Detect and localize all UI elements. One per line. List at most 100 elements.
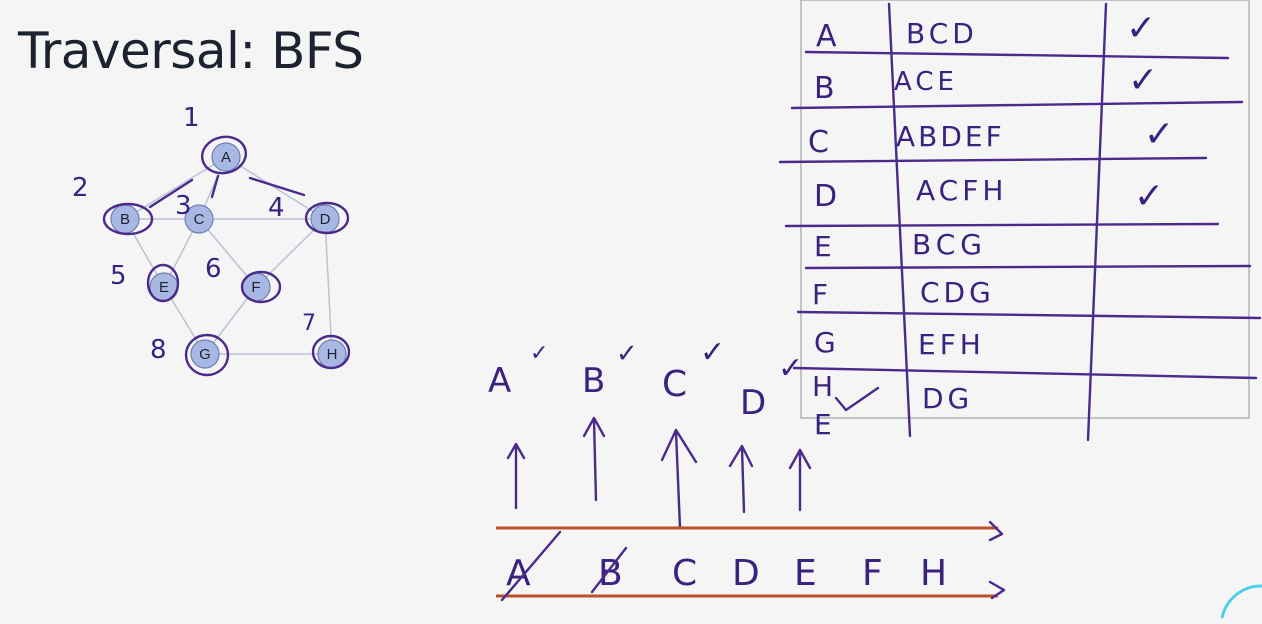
order-number: 7	[302, 311, 316, 336]
up-arrow-icon	[660, 428, 698, 530]
visited-check: ✓	[1126, 8, 1156, 49]
neighbors-cell: BCD	[906, 17, 978, 50]
cursor-ring-icon	[1220, 584, 1262, 619]
neighbors-cell: BCG	[912, 228, 987, 261]
dequeued-check: ✓	[778, 351, 803, 386]
table-row: G EFH	[814, 326, 985, 361]
queue-item: B	[598, 553, 623, 594]
neighbors-cell: ACFH	[916, 174, 1007, 207]
up-arrow-icon	[788, 448, 812, 512]
vertex-cell: G	[814, 326, 836, 359]
dequeued-label: C	[662, 364, 687, 405]
graph-edges	[124, 156, 333, 355]
dequeue-arrows	[506, 416, 812, 530]
table-row: B ACE ✓	[814, 60, 1158, 106]
node-label: G	[199, 346, 211, 363]
graph-node-c: C	[184, 204, 214, 234]
neighbors-cell: ACE	[894, 67, 958, 97]
queue-item: H	[920, 553, 947, 594]
visit-circle	[200, 135, 248, 175]
next-dequeue-note: E	[814, 408, 832, 441]
adjacency-table: A BCD ✓ B ACE ✓ C ABDEF ✓ D ACFH ✓ E BCG…	[778, 0, 1262, 442]
dequeued-label: A	[488, 361, 511, 401]
graph-node-b: B	[110, 204, 140, 234]
dequeued-check: ✓	[616, 339, 638, 369]
visit-circle	[146, 263, 180, 303]
vertex-cell: A	[816, 19, 837, 54]
neighbors-cell: DG	[922, 382, 973, 415]
check-mark-icon	[834, 386, 880, 412]
visit-circles	[102, 135, 351, 377]
node-label: A	[221, 149, 231, 166]
queue-item: D	[732, 553, 760, 594]
order-number: 3	[175, 191, 192, 221]
order-number: 2	[72, 173, 89, 203]
table-rule	[804, 264, 1252, 270]
visit-order-numbers: 1 2 3 4 5 6 7 8	[72, 103, 316, 365]
table-row: H DG	[812, 370, 973, 415]
table-rule	[796, 310, 1262, 320]
visit-circle	[311, 334, 351, 370]
bfs-queue: A B C D E F H	[496, 520, 1006, 602]
visit-circle	[304, 201, 350, 235]
dequeued-label: D	[740, 383, 766, 423]
table-rule	[804, 50, 1230, 60]
neighbors-cell: EFH	[918, 328, 985, 361]
node-label: F	[251, 279, 260, 296]
strike-through	[590, 546, 628, 594]
up-arrow-icon	[728, 444, 754, 514]
dequeued-nodes: A ✓ B ✓ C ✓ D ✓	[488, 335, 812, 530]
order-number: 4	[268, 193, 285, 223]
neighbors-cell: CDG	[920, 276, 995, 309]
visit-circle	[184, 333, 230, 377]
table-rule	[792, 366, 1258, 380]
table-rule	[784, 222, 1220, 228]
visited-check: ✓	[1134, 176, 1164, 217]
vertex-cell: H	[812, 370, 833, 403]
ink-stroke	[148, 178, 194, 209]
queue-item: A	[506, 553, 531, 594]
up-arrow-icon	[582, 416, 606, 502]
ink-stroke	[210, 174, 220, 199]
table-divider	[1086, 2, 1108, 442]
slide-title: Traversal: BFS	[18, 22, 364, 80]
table-rule	[778, 156, 1208, 164]
graph-node-g: G	[190, 339, 220, 369]
graph-node-a: A	[211, 142, 241, 172]
visited-check: ✓	[1144, 114, 1174, 155]
dequeued-check: ✓	[530, 341, 548, 366]
queue-item: E	[794, 553, 817, 594]
vertex-cell: D	[814, 179, 837, 214]
visited-check: ✓	[1128, 60, 1158, 101]
table-row: A BCD ✓	[816, 8, 1156, 54]
table-row: D ACFH ✓	[814, 174, 1164, 217]
table-row: E BCG	[814, 228, 987, 263]
table-divider	[887, 2, 912, 438]
order-number: 8	[150, 335, 167, 365]
table-row: C ABDEF ✓	[808, 114, 1174, 160]
node-label: C	[194, 211, 205, 228]
graph-edge	[198, 218, 257, 288]
dequeued-label: B	[582, 361, 605, 401]
table-row: F CDG	[812, 276, 995, 311]
table-frame	[800, 0, 1250, 419]
ink-stroke	[248, 176, 306, 197]
node-label: B	[120, 211, 130, 228]
node-label: D	[320, 211, 331, 228]
queue-item: C	[672, 553, 697, 594]
vertex-cell: F	[812, 278, 828, 311]
graph-edge	[324, 218, 333, 355]
arrow-right-icon	[988, 520, 1004, 542]
order-number: 5	[110, 261, 127, 291]
vertex-cell: B	[814, 71, 835, 106]
arrow-right-icon	[988, 580, 1006, 600]
graph-edge	[225, 156, 326, 220]
strike-through	[500, 530, 562, 602]
neighbors-cell: ABDEF	[896, 120, 1005, 153]
queue-item: F	[862, 553, 883, 594]
table-rule	[790, 100, 1244, 110]
up-arrow-icon	[506, 442, 526, 510]
order-number: 6	[205, 254, 222, 284]
visit-circle	[240, 270, 282, 304]
